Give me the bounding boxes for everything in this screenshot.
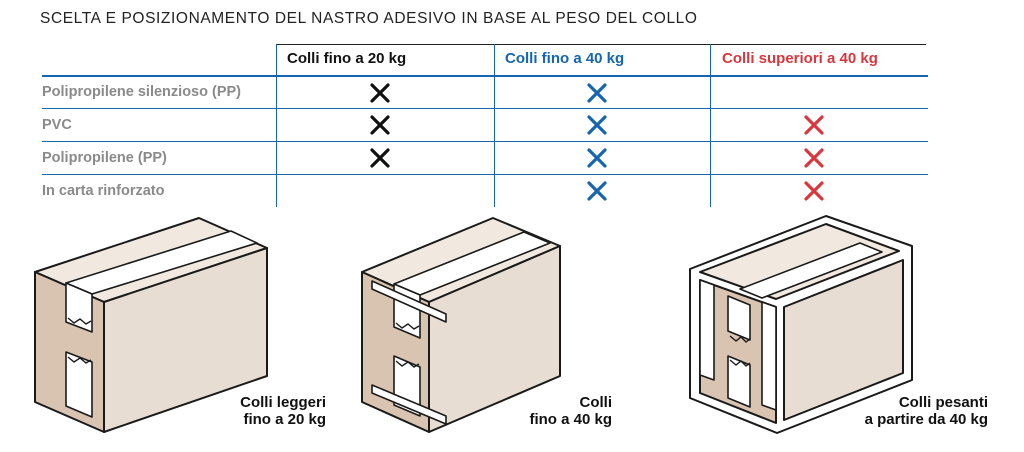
medium-box-tear-lower bbox=[395, 360, 420, 368]
x-mark-icon bbox=[586, 147, 608, 169]
heavy-box-side-tape-upper bbox=[727, 295, 751, 341]
heavy-box-front bbox=[783, 259, 904, 421]
light-box-caption: Colli leggeri fino a 20 kg bbox=[240, 394, 326, 428]
heavy-box-caption-line1: Colli pesanti bbox=[898, 394, 988, 411]
row-rule-1 bbox=[42, 108, 928, 109]
column-divider-2 bbox=[494, 44, 495, 207]
heavy-box-tear-upper bbox=[729, 335, 751, 343]
row-label-pp: Polipropilene (PP) bbox=[42, 150, 167, 166]
medium-box-front bbox=[428, 245, 561, 433]
medium-box-edge-tape-top bbox=[371, 280, 447, 323]
light-box-tear-upper bbox=[67, 317, 92, 325]
header-top-rule bbox=[276, 44, 926, 45]
x-mark-icon bbox=[586, 82, 608, 104]
x-mark-icon bbox=[586, 114, 608, 136]
light-box-side-tape-lower bbox=[65, 351, 93, 418]
medium-box-illustration bbox=[361, 217, 561, 433]
row-label-pp-silent: Polipropilene silenzioso (PP) bbox=[42, 84, 241, 100]
heavy-box-side-tape-lower bbox=[727, 355, 751, 408]
light-box-front bbox=[103, 247, 268, 433]
light-box-caption-line2: fino a 20 kg bbox=[243, 411, 326, 428]
x-mark-icon bbox=[803, 147, 825, 169]
row-rule-3 bbox=[42, 174, 928, 175]
medium-box-caption-line1: Colli bbox=[579, 394, 613, 411]
light-box-caption-line1: Colli leggeri bbox=[240, 394, 326, 411]
column-divider-1 bbox=[276, 44, 277, 207]
heavy-box-corner-frame-left bbox=[699, 279, 715, 381]
heavy-box-caption-line2: a partire da 40 kg bbox=[864, 411, 988, 428]
medium-box-caption: Colli fino a 40 kg bbox=[529, 394, 612, 428]
column-header-20kg: Colli fino a 20 kg bbox=[287, 50, 407, 67]
x-mark-icon bbox=[369, 114, 391, 136]
x-mark-icon bbox=[803, 114, 825, 136]
row-rule-2 bbox=[42, 141, 928, 142]
x-mark-icon bbox=[803, 180, 825, 202]
page-title: SCELTA E POSIZIONAMENTO DEL NASTRO ADESI… bbox=[40, 10, 698, 27]
column-header-over-40kg: Colli superiori a 40 kg bbox=[722, 50, 878, 67]
medium-box-tear-upper bbox=[395, 322, 420, 330]
x-mark-icon bbox=[586, 180, 608, 202]
light-box-side-tape-upper bbox=[65, 282, 93, 333]
heavy-box-illustration bbox=[689, 215, 913, 434]
row-label-pvc: PVC bbox=[42, 117, 72, 133]
medium-box-caption-line2: fino a 40 kg bbox=[529, 411, 612, 428]
column-divider-3 bbox=[710, 44, 711, 207]
x-mark-icon bbox=[369, 82, 391, 104]
x-mark-icon bbox=[369, 147, 391, 169]
light-box-tear-lower bbox=[67, 356, 92, 364]
heavy-box-corner-frame-right bbox=[761, 301, 777, 411]
row-label-paper: In carta rinforzato bbox=[42, 183, 165, 199]
heavy-box-caption: Colli pesanti a partire da 40 kg bbox=[865, 394, 988, 428]
medium-box-edge-tape-bottom bbox=[371, 384, 447, 425]
heavy-box-top-tape bbox=[739, 242, 883, 299]
column-header-40kg: Colli fino a 40 kg bbox=[505, 50, 625, 67]
light-box-illustration bbox=[34, 217, 268, 433]
heavy-box-tear-lower bbox=[729, 359, 751, 367]
header-bottom-rule bbox=[42, 75, 928, 77]
